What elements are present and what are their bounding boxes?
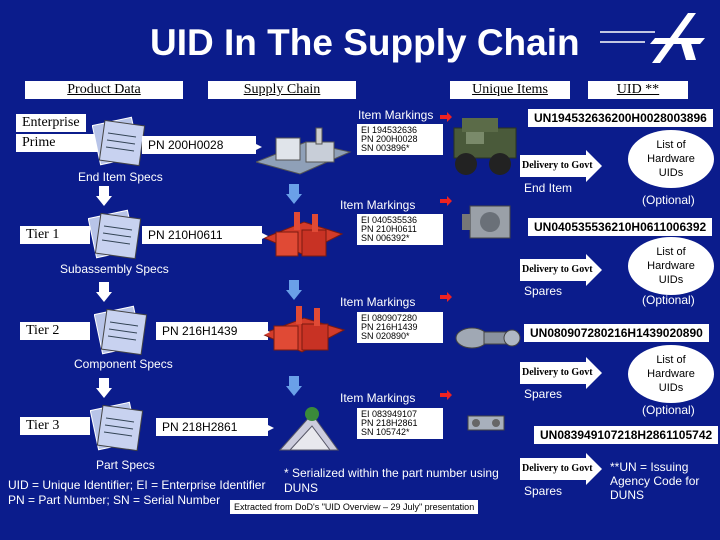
delivery-arrow bbox=[520, 357, 602, 389]
right-arrow-icon bbox=[248, 140, 262, 154]
specs-label: Part Specs bbox=[96, 458, 155, 472]
military-vehicle-icon bbox=[453, 118, 517, 175]
uid-value: UN080907280216H1439020890 bbox=[524, 324, 709, 342]
down-arrow-icon bbox=[96, 282, 112, 302]
down-arrow-icon bbox=[96, 186, 112, 206]
marking-arrow-icon bbox=[440, 292, 452, 302]
part-number-box: PN 218H2861 bbox=[156, 418, 268, 436]
right-arrow-icon bbox=[256, 230, 268, 242]
optional-label: (Optional) bbox=[642, 293, 695, 307]
page-title: UID In The Supply Chain bbox=[150, 22, 580, 63]
down-arrow-icon bbox=[286, 184, 302, 204]
header-product-data: Product Data bbox=[25, 81, 183, 99]
item-markings-label: Item Markings bbox=[358, 108, 434, 122]
spec-documents-icon bbox=[90, 401, 144, 452]
source-credit: Extracted from DoD's "UID Overview – 29 … bbox=[230, 500, 479, 514]
hardware-uid-list: List of Hardware UIDs bbox=[628, 345, 714, 403]
marking-arrow-icon bbox=[440, 390, 452, 400]
spec-documents-icon bbox=[94, 305, 148, 356]
spec-documents-icon bbox=[88, 209, 142, 260]
component-icon bbox=[455, 327, 521, 349]
serialized-note: * Serialized within the part number usin… bbox=[284, 466, 499, 495]
delivery-arrow bbox=[520, 150, 602, 182]
factory-icon bbox=[278, 407, 339, 451]
un-note: **UN = Issuing Agency Code for DUNS bbox=[610, 460, 700, 502]
delivery-label: Delivery to Govt bbox=[522, 160, 593, 171]
specs-label: Subassembly Specs bbox=[60, 262, 169, 276]
delivery-label: Delivery to Govt bbox=[522, 367, 593, 378]
part-number-box: PN 210H0611 bbox=[142, 226, 262, 244]
down-arrow-icon bbox=[286, 280, 302, 300]
optional-label: (Optional) bbox=[642, 403, 695, 417]
factory-icon bbox=[264, 212, 344, 257]
factory-icon bbox=[262, 306, 346, 353]
part-icon bbox=[467, 415, 505, 431]
factory-icon bbox=[256, 127, 352, 175]
item-type-label: End Item bbox=[524, 181, 573, 195]
uid-value: UN083949107218H2861105742 bbox=[534, 426, 719, 444]
engine-icon bbox=[462, 205, 511, 239]
right-arrow-icon bbox=[258, 326, 270, 338]
specs-label: Component Specs bbox=[74, 357, 173, 371]
right-arrow-icon bbox=[262, 422, 274, 434]
down-arrow-icon bbox=[96, 378, 112, 398]
delivery-label: Delivery to Govt bbox=[522, 463, 593, 474]
uid-value: UN040535536210H0611006392 bbox=[528, 218, 713, 236]
part-number-box: PN 200H0028 bbox=[142, 136, 256, 154]
delivery-arrow bbox=[520, 453, 602, 485]
optional-label: (Optional) bbox=[642, 193, 695, 207]
marking-arrow-icon bbox=[440, 196, 452, 206]
logo-icon bbox=[600, 13, 705, 63]
spec-documents-icon bbox=[92, 116, 146, 167]
marking-arrow-icon bbox=[440, 112, 452, 122]
uid-value: UN194532636200H0028003896 bbox=[528, 109, 713, 127]
delivery-arrow bbox=[520, 254, 602, 286]
item-markings-label: Item Markings bbox=[340, 198, 416, 212]
item-type-label: Spares bbox=[524, 484, 563, 498]
tier-label-1: Tier 1 bbox=[20, 226, 90, 244]
tier-label-3: Tier 3 bbox=[20, 417, 90, 435]
tier-label-prime: Prime bbox=[16, 134, 98, 152]
legend-text: UID = Unique Identifier; EI = Enterprise… bbox=[8, 478, 266, 507]
tier-label-2: Tier 2 bbox=[20, 322, 90, 340]
item-markings-label: Item Markings bbox=[340, 391, 416, 405]
tier-label-enterprise: Enterprise bbox=[16, 114, 86, 132]
part-number-box: PN 216H1439 bbox=[156, 322, 268, 340]
item-type-label: Spares bbox=[524, 387, 563, 401]
specs-label: End Item Specs bbox=[78, 170, 163, 184]
hardware-uid-list: List of Hardware UIDs bbox=[628, 130, 714, 188]
header-supply-chain: Supply Chain bbox=[208, 81, 356, 99]
header-uid: UID ** bbox=[588, 81, 688, 99]
item-type-label: Spares bbox=[524, 284, 563, 298]
header-unique-items: Unique Items bbox=[450, 81, 570, 99]
item-markings-label: Item Markings bbox=[340, 295, 416, 309]
hardware-uid-list: List of Hardware UIDs bbox=[628, 237, 714, 295]
down-arrow-icon bbox=[286, 376, 302, 396]
delivery-label: Delivery to Govt bbox=[522, 264, 593, 275]
